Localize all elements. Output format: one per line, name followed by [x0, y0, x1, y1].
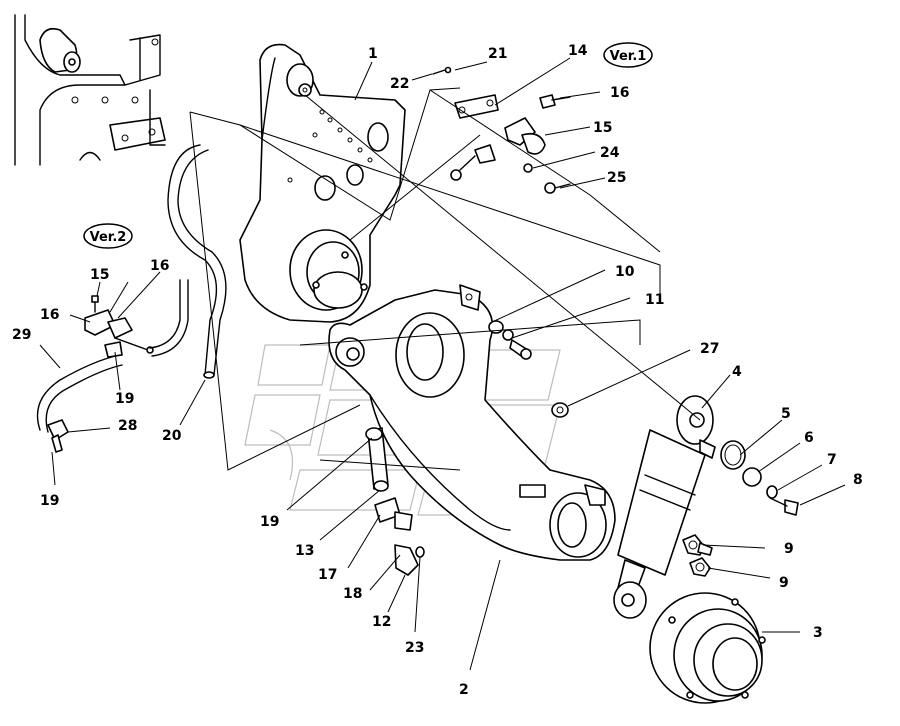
callout-24: 24 [600, 145, 620, 161]
hose-20 [149, 144, 227, 379]
callout-9b: 9 [779, 575, 789, 591]
mounting-bracket [239, 43, 406, 323]
callout-17: 17 [318, 567, 337, 583]
callout-29: 29 [12, 327, 31, 343]
callout-9a: 9 [784, 541, 794, 557]
callout-21: 21 [488, 46, 507, 62]
callout-22: 22 [390, 76, 409, 92]
callout-5: 5 [781, 406, 791, 422]
bolts-10-11-27 [488, 320, 569, 418]
lower-pin-assembly [365, 427, 425, 576]
svg-text:Ver.1: Ver.1 [610, 49, 647, 64]
callout-19-bottom: 19 [40, 493, 59, 509]
callout-10: 10 [615, 264, 635, 280]
callout-4: 4 [732, 364, 742, 380]
leader-lines [39, 57, 846, 671]
callout-8: 8 [853, 472, 863, 488]
wheel-hub [649, 592, 766, 704]
cylinder-hardware [720, 440, 799, 516]
callout-14: 14 [568, 43, 588, 59]
callout-25: 25 [607, 170, 626, 186]
callout-11: 11 [645, 292, 664, 308]
callout-1: 1 [368, 46, 378, 62]
callout-16-top: 16 [610, 85, 629, 101]
callout-15-top: 15 [593, 120, 612, 136]
swing-arm [328, 284, 616, 561]
svg-text:Ver.2: Ver.2 [90, 230, 127, 245]
callout-3: 3 [813, 625, 823, 641]
hydraulic-fittings [682, 534, 713, 577]
callout-23: 23 [405, 640, 424, 656]
callout-16-ver2-right: 16 [150, 258, 169, 274]
callout-2: 2 [459, 682, 469, 698]
ver1-badge: Ver.1 [603, 42, 653, 68]
hose-29 [36, 354, 123, 433]
ver2-badge: Ver.2 [83, 223, 133, 249]
callout-12: 12 [372, 614, 391, 630]
callout-16-ver2-left: 16 [40, 307, 59, 323]
frame-fragment [14, 14, 166, 166]
callout-15-ver2: 15 [90, 267, 109, 283]
callout-6: 6 [804, 430, 814, 446]
callout-28: 28 [118, 418, 137, 434]
callout-labels: 1 21 22 14 16 15 24 25 10 11 27 4 5 6 7 … [12, 43, 863, 698]
callout-19-center: 19 [260, 514, 279, 530]
callout-27: 27 [700, 341, 719, 357]
callout-7: 7 [827, 452, 837, 468]
sensor-assembly-ver1 [432, 66, 571, 194]
callout-13: 13 [295, 543, 314, 559]
hydraulic-cylinder [613, 395, 716, 619]
callout-19-ver2: 19 [115, 391, 134, 407]
callout-20: 20 [162, 428, 182, 444]
callout-18: 18 [343, 586, 362, 602]
